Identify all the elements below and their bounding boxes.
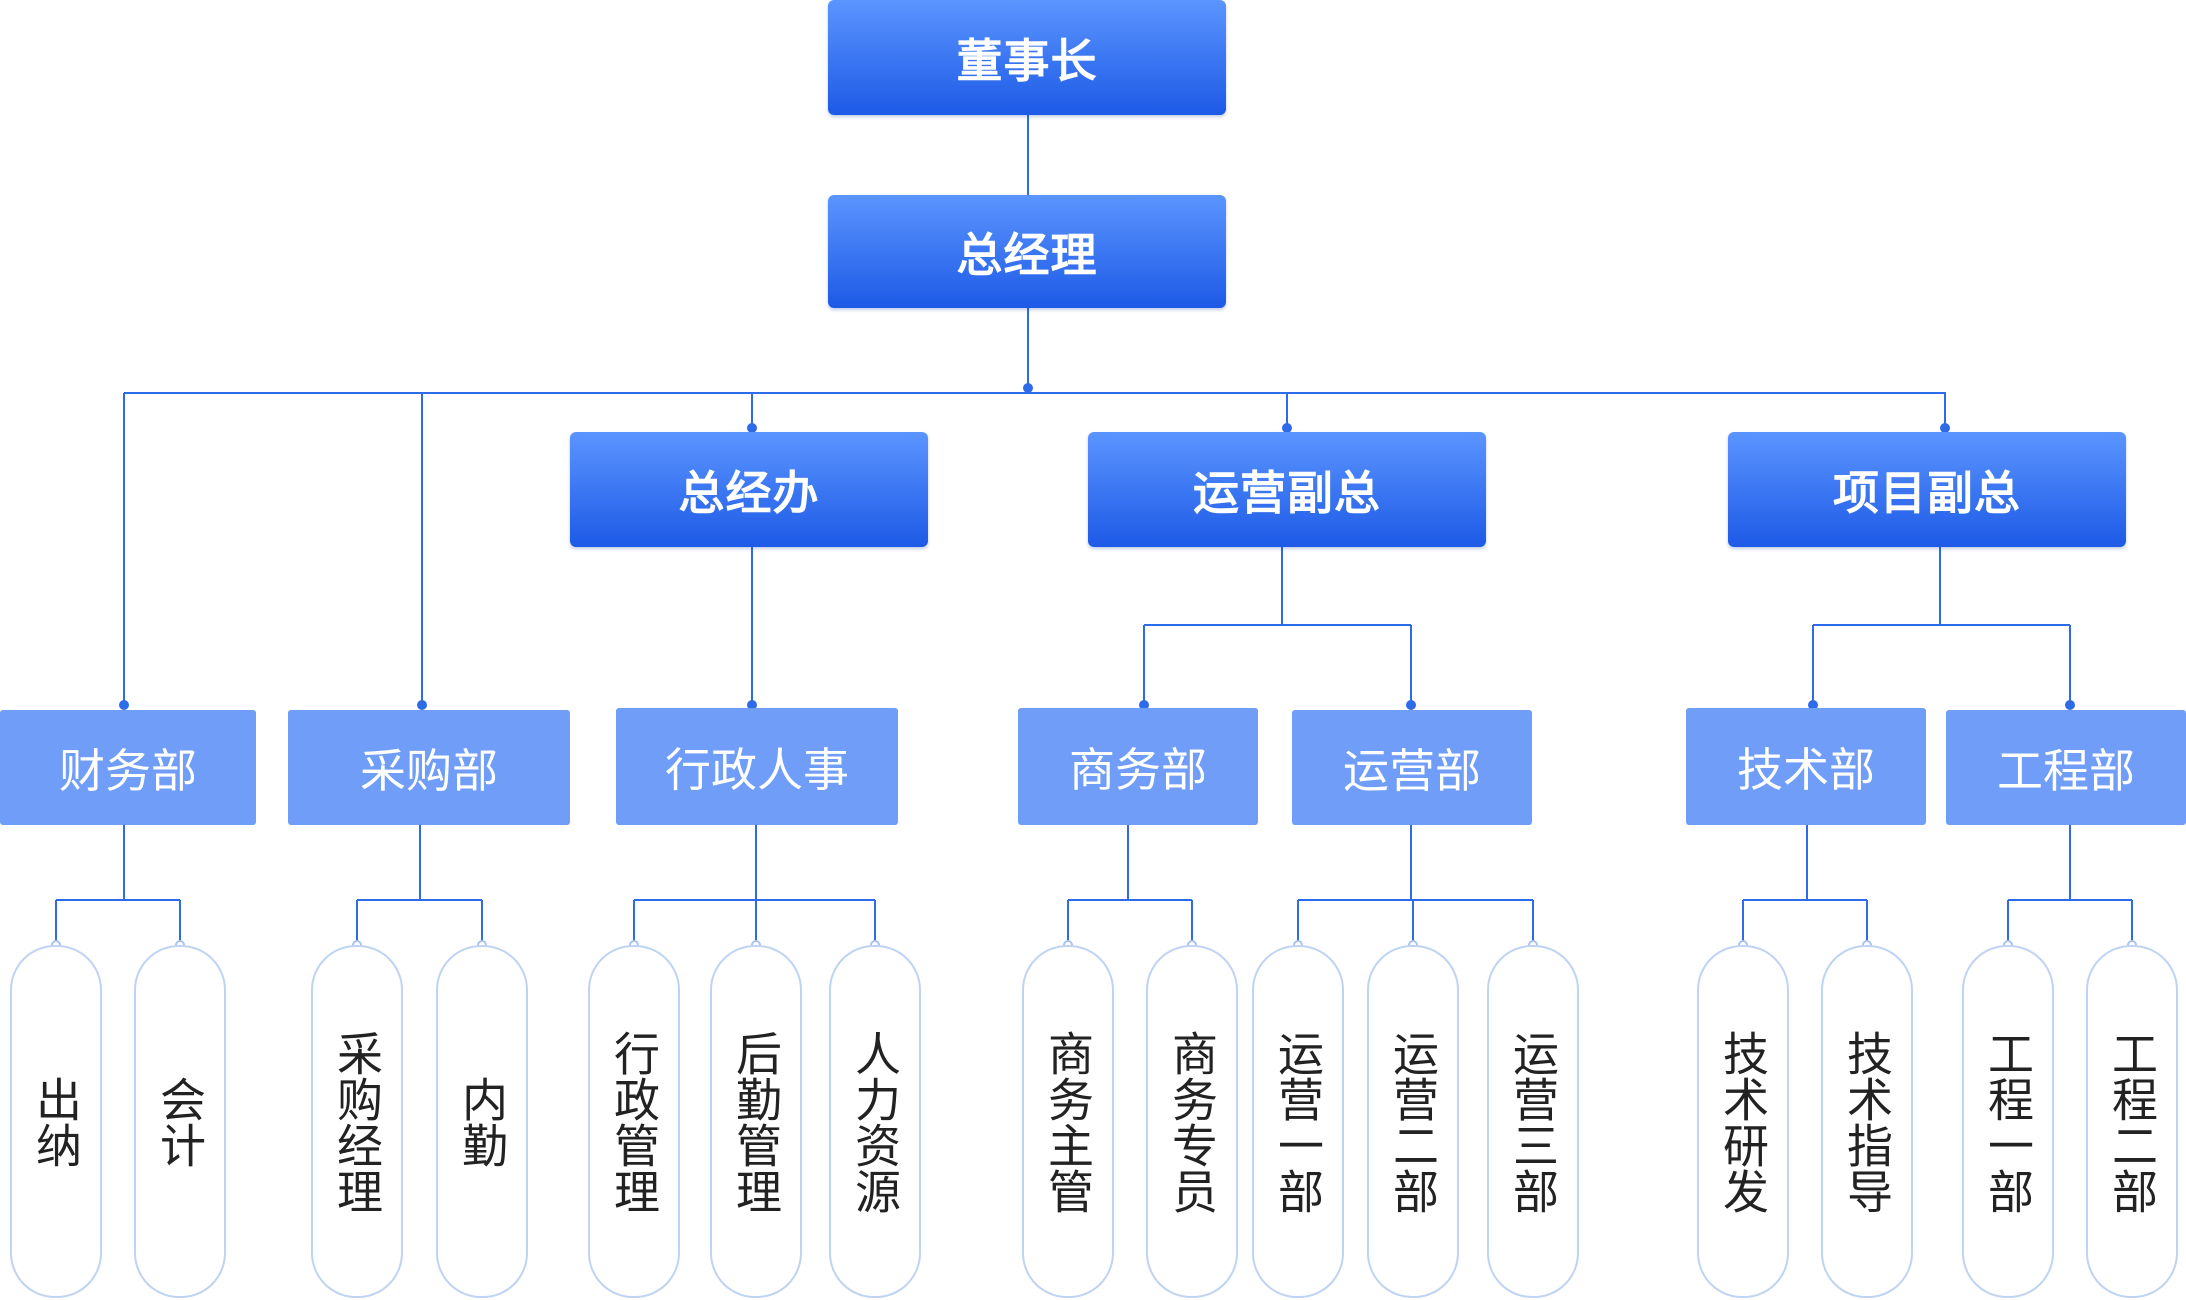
role-ops-dept-2-node: 运营二部 <box>1367 945 1459 1298</box>
role-cashier-node: 出纳 <box>10 945 102 1298</box>
role-purchasing-manager-node: 采购经理 <box>311 945 403 1298</box>
operations-dept-node: 运营部 <box>1292 710 1532 825</box>
role-internal-affairs-node: 内勤 <box>436 945 528 1298</box>
project-vp-node: 项目副总 <box>1728 432 2126 547</box>
role-business-specialist-node: 商务专员 <box>1146 945 1238 1298</box>
role-business-supervisor-node: 商务主管 <box>1022 945 1114 1298</box>
ops-vp-node: 运营副总 <box>1088 432 1486 547</box>
gm-office-node: 总经办 <box>570 432 928 547</box>
role-accounting-node: 会计 <box>134 945 226 1298</box>
role-logistics-management-node: 后勤管理 <box>710 945 802 1298</box>
business-dept-node: 商务部 <box>1018 708 1258 825</box>
chairman-node: 董事长 <box>828 0 1226 115</box>
role-human-resources-node: 人力资源 <box>829 945 921 1298</box>
general-manager-node: 总经理 <box>828 195 1226 308</box>
technology-dept-node: 技术部 <box>1686 708 1926 825</box>
role-tech-rd-node: 技术研发 <box>1697 945 1789 1298</box>
purchasing-dept-node: 采购部 <box>288 710 570 825</box>
role-eng-dept-1-node: 工程一部 <box>1962 945 2054 1298</box>
finance-dept-node: 财务部 <box>0 710 256 825</box>
role-admin-management-node: 行政管理 <box>588 945 680 1298</box>
role-tech-guidance-node: 技术指导 <box>1821 945 1913 1298</box>
role-ops-dept-1-node: 运营一部 <box>1252 945 1344 1298</box>
admin-hr-dept-node: 行政人事 <box>616 708 898 825</box>
engineering-dept-node: 工程部 <box>1946 710 2186 825</box>
role-eng-dept-2-node: 工程二部 <box>2086 945 2178 1298</box>
role-ops-dept-3-node: 运营三部 <box>1487 945 1579 1298</box>
